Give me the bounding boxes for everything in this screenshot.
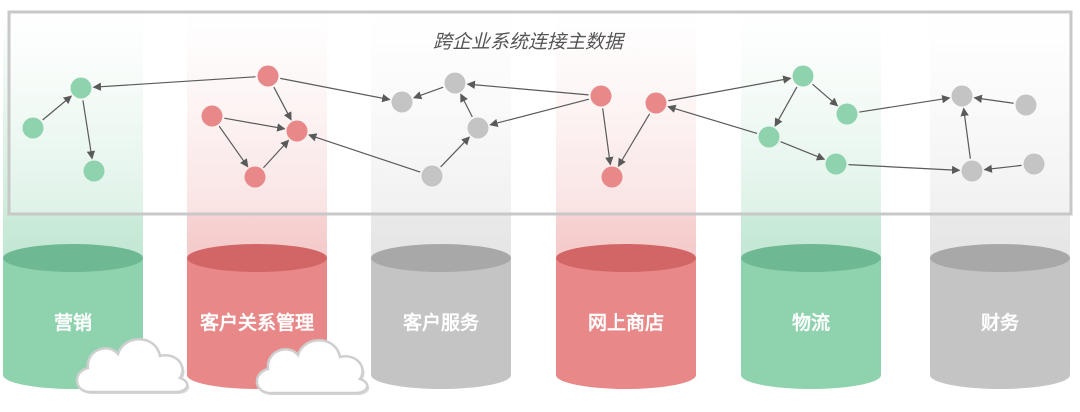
node-r3 (286, 120, 308, 142)
edge-r2-r3 (224, 117, 286, 132)
edge-g4-g6 (774, 86, 798, 127)
node-a6 (1015, 94, 1037, 116)
node-r5 (590, 85, 612, 107)
edge-a6-a5 (973, 94, 1014, 104)
node-g6 (758, 126, 780, 148)
edge-a4-a3 (440, 136, 470, 168)
master-data-nodes (22, 65, 1045, 188)
master-data-frame (7, 10, 1073, 216)
system-databases: 营销 客户关系管理 客户服务 网上商店 物流 财务 (3, 244, 1070, 389)
database-online-store: 网上商店 (556, 244, 696, 389)
edge-r1-r3 (273, 86, 292, 121)
node-a1 (391, 91, 413, 113)
database-customer-service: 客户服务 (371, 244, 511, 389)
edge-g6-r7 (667, 104, 758, 134)
database-body (556, 258, 696, 389)
node-a3 (467, 117, 489, 139)
database-top (556, 244, 696, 272)
node-a5 (951, 85, 973, 107)
database-label: 客户服务 (403, 311, 480, 334)
node-r7 (645, 92, 667, 114)
node-g3 (83, 160, 105, 182)
edge-g4-g5 (812, 83, 839, 107)
edge-r4-r3 (262, 139, 290, 169)
node-r2 (201, 105, 223, 127)
edge-r5-a3 (489, 98, 590, 128)
diagram-title: 跨企业系统连接主数据 (433, 31, 626, 53)
node-r4 (244, 166, 266, 188)
edge-g2-g3 (82, 100, 96, 160)
node-g4 (792, 65, 814, 87)
database-body (930, 258, 1070, 389)
node-a8 (1023, 153, 1045, 175)
node-g5 (836, 103, 858, 125)
node-a2 (444, 72, 466, 94)
node-g7 (825, 153, 847, 175)
database-top (371, 244, 511, 272)
edge-g5-a5 (859, 94, 951, 113)
database-top (187, 244, 327, 272)
database-body (741, 258, 881, 389)
database-label: 物流 (792, 311, 830, 334)
database-body (371, 258, 511, 389)
cloud-icon (255, 339, 370, 395)
database-top (741, 244, 881, 272)
connection-edges (42, 75, 1022, 175)
node-g2 (70, 77, 92, 99)
edge-r5-r6 (602, 108, 614, 166)
edge-r7-r6 (617, 113, 651, 167)
cloud-icons (75, 338, 370, 395)
edge-g1-g2 (42, 95, 73, 121)
edge-a2-a1 (412, 86, 444, 100)
database-logistics: 物流 (741, 244, 881, 389)
database-label: 财务 (981, 311, 1020, 334)
edge-g6-g7 (780, 141, 826, 161)
database-top (930, 244, 1070, 272)
database-top (3, 244, 143, 272)
edge-a7-a5 (960, 107, 971, 159)
node-a7 (961, 160, 983, 182)
database-finance: 财务 (930, 244, 1070, 389)
edge-r1-a1 (280, 77, 391, 103)
database-label: 营销 (54, 311, 92, 334)
node-r6 (601, 166, 623, 188)
cloud-icon (75, 338, 190, 394)
database-label: 网上商店 (588, 311, 664, 334)
edge-r2-r4 (218, 125, 249, 168)
edge-r7-g4 (668, 75, 792, 102)
node-a4 (421, 165, 443, 187)
edge-a8-a7 (983, 164, 1022, 173)
edge-g7-a7 (848, 164, 961, 175)
edge-a3-a2 (460, 93, 473, 118)
node-g1 (22, 117, 44, 139)
edge-a4-r3 (308, 133, 421, 173)
database-label: 客户关系管理 (200, 311, 314, 334)
edge-r1-g2 (92, 76, 256, 91)
node-r1 (257, 65, 279, 87)
edge-r5-a2 (466, 80, 589, 96)
